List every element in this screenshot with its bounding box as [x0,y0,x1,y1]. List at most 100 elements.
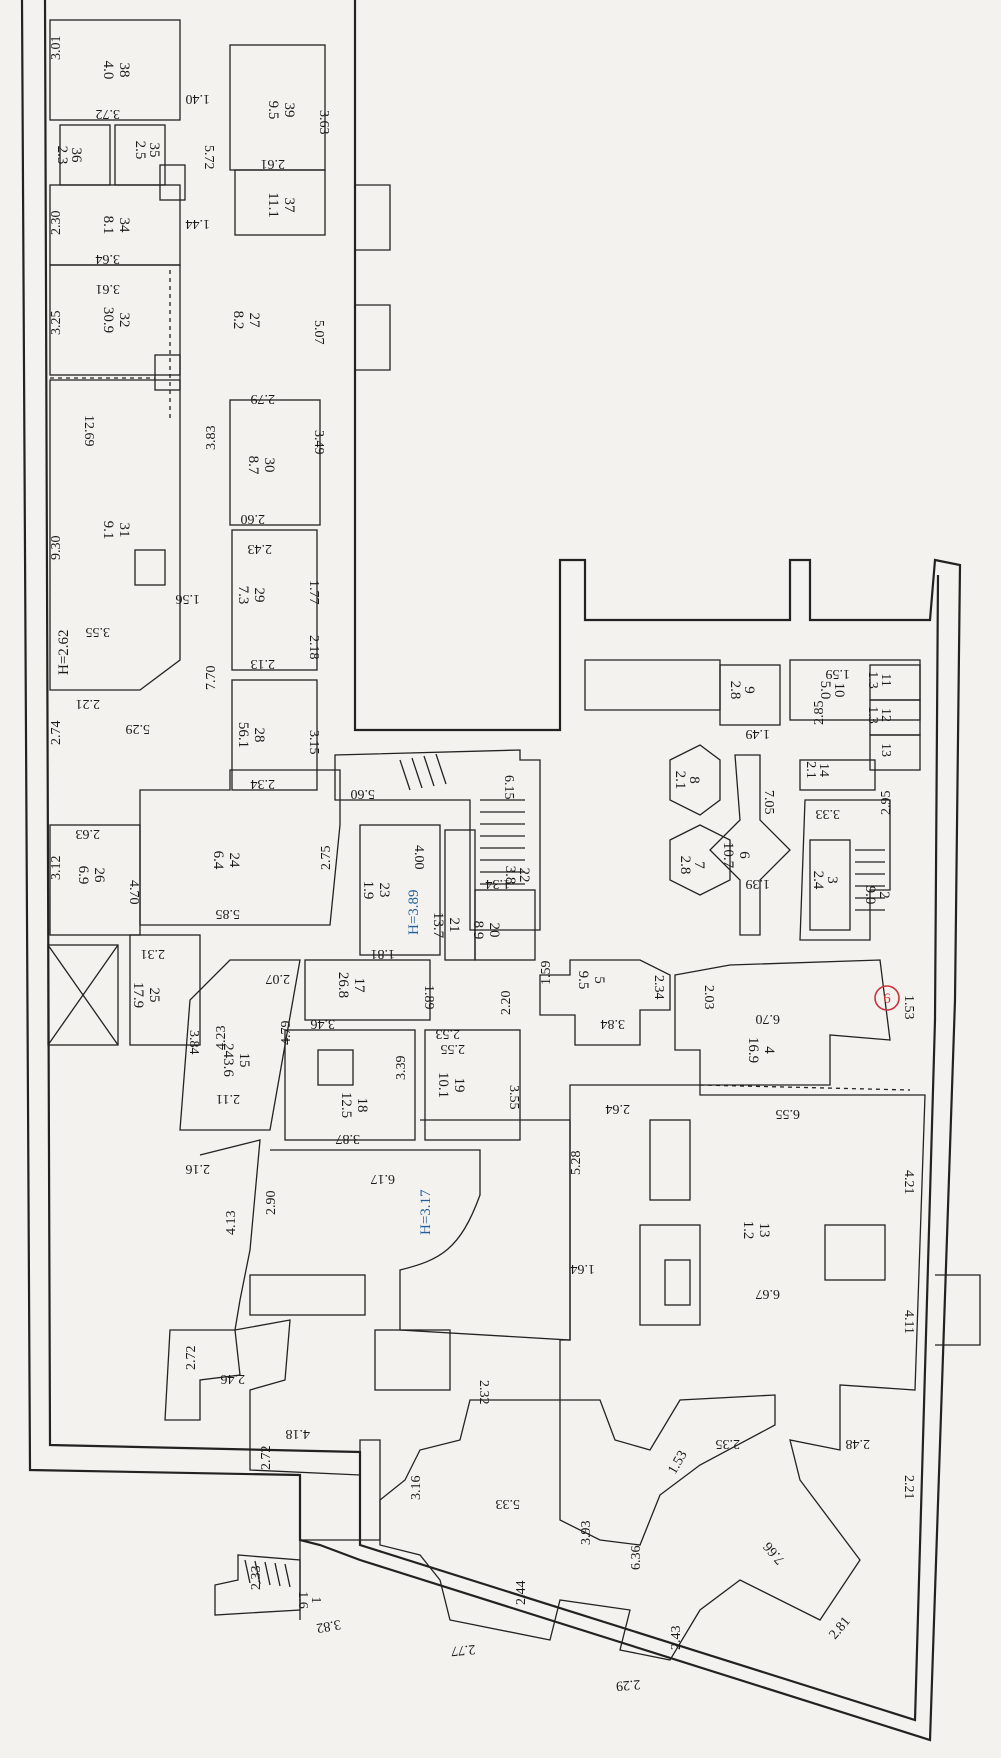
room-label-37: 38 4.0 [100,61,132,80]
room-27-area: 6.9 [75,866,91,885]
room-21-area: 8.9 [470,921,486,940]
room-5-number: 5 [591,976,607,984]
dim-2-63: 2.63 [76,826,101,841]
dim-6-17: 6.17 [371,1171,396,1186]
room-label-38: 37 11.1 [265,192,297,218]
dim-3-16: 3.16 [409,1476,424,1501]
dim-1-59-b: 1.59 [826,666,851,681]
room-20-number: 19 [451,1078,467,1093]
room-36-area: 2.3 [54,146,70,165]
dim-2-43: 2.43 [669,1626,684,1651]
room-39-number: 39 [281,103,297,118]
dim-4-70: 4.70 [126,880,141,905]
dim-2-34: 2.34 [251,776,276,791]
room-30-number: 29 [251,588,267,603]
room-label-6: 6 10.7 [720,842,752,869]
dim-3-12: 3.12 [49,856,64,881]
room-label-7: 7 2.8 [677,856,707,875]
dim-2-53: 2.53 [436,1026,461,1041]
south-west-room-a [164,1329,241,1421]
room-label-11: 11 1.3 [865,671,893,689]
dimension-labels: 3.01 3.72 1.40 5.72 2.61 3.63 2.30 3.64 … [49,36,916,1694]
dim-2-13: 2.13 [251,656,276,671]
room-15-pillar-2 [639,1224,701,1326]
room-33-outline [49,264,181,376]
room-32-pillar [134,549,166,586]
room-6-area: 10.7 [720,842,736,869]
room-27-number: 26 [91,868,107,884]
dim-3-84-b: 3.84 [601,1016,626,1031]
room-8-outline [669,744,721,816]
dim-2-81: 2.81 [827,1614,854,1642]
room-label-35: 35 2.5 [132,141,162,160]
room-19-outline [284,1029,416,1141]
dim-2-85: 2.85 [812,701,827,726]
room-38-outline [234,169,326,236]
dim-6-67: 6.67 [756,1286,781,1301]
south-west-pillar-2 [249,1274,366,1316]
room-22-area: 13.7 [430,912,446,939]
dim-3-84-a: 3.84 [186,1030,201,1055]
dim-1-40: 1.40 [186,91,211,106]
dim-4-79: 4.79 [279,1021,294,1046]
dim-1-59-a: 1.59 [539,961,554,986]
dim-4-23: 4.23 [214,1026,229,1051]
room-23-area: 3.8 [502,866,518,885]
room-37-outline [49,19,181,121]
stair-23-treads [399,753,525,885]
dim-2-29: 2.29 [615,1676,641,1693]
dim-4-11: 4.11 [901,1310,916,1334]
room-13-outline [869,734,921,771]
room-label-28: 27 8.2 [230,311,262,330]
room-28-number: 27 [246,313,262,329]
dim-2-20: 2.20 [499,991,514,1016]
dim-2-32: 2.32 [476,1380,491,1405]
dim-2-31: 2.31 [141,946,166,961]
room-label-19: 18 12.5 [338,1092,370,1118]
room-19-number: 18 [354,1098,370,1113]
dim-2-72-b: 2.72 [259,1446,274,1471]
room-2-number: 2 [876,891,892,899]
dim-2-07: 2.07 [266,971,291,986]
dim-6-55: 6.55 [776,1106,801,1121]
dim-5-07: 5.07 [311,320,326,345]
room-label-39: 39 9.5 [265,101,297,120]
room-14-area: 2.1 [803,761,818,779]
room-30-area: 7.3 [235,586,251,605]
dim-3-46: 3.46 [311,1016,336,1031]
east-balcony [935,1274,981,1346]
room-32-outline [49,379,181,691]
stair-2 [799,799,891,941]
room-hall-outline [270,1119,571,1341]
room-20-outline [424,1029,521,1141]
room-7-outline [669,824,731,896]
room-6-outline [709,754,791,936]
room-label-29: 28 56.1 [235,722,267,748]
dim-2-75: 2.75 [319,846,334,871]
dim-3-61: 3.61 [96,281,121,296]
dim-1-44: 1.44 [186,216,211,231]
room-18-number: 17 [351,978,367,994]
dim-3-15: 3.15 [306,730,321,755]
dim-2-21: 2.21 [76,696,101,711]
dim-2-79: 2.79 [251,391,276,406]
dim-3-63: 3.63 [316,110,331,135]
room-29-number: 28 [251,728,267,743]
room-25-outline [139,769,341,926]
room-14-number: 14 [816,763,831,777]
room-3-number: 3 [824,876,840,884]
room-23-number: 22 [516,868,532,883]
room-1-area: 1.6 [295,1591,310,1609]
dim-2-64: 2.64 [606,1101,631,1116]
room-28-area: 8.2 [230,311,246,330]
room-15-number: 13 [756,1223,772,1238]
room-14-outline [799,759,876,791]
room-35-number: 35 [146,143,162,158]
room-29-outline [231,679,318,791]
room-17-number: 15 [236,1053,252,1068]
dim-2-34-b: 2.34 [651,975,666,1000]
room-label-33: 32 30.9 [100,307,132,333]
dim-3-33: 3.33 [816,806,841,821]
